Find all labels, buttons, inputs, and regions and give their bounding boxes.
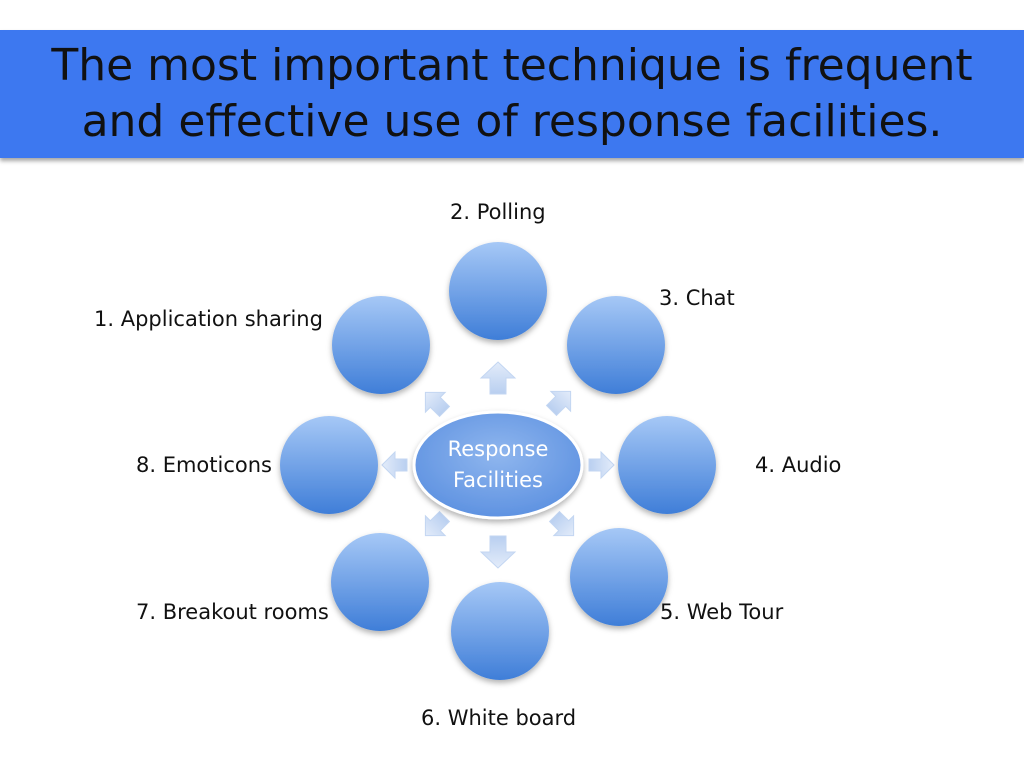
label-audio: 4. Audio [755, 453, 842, 477]
circle-emoticons [280, 416, 378, 514]
circle-application-sharing [332, 296, 430, 394]
circle-white-board [451, 582, 549, 680]
center-ellipse [412, 410, 584, 520]
label-chat: 3. Chat [659, 286, 735, 310]
circle-audio [618, 416, 716, 514]
circle-breakout-rooms [331, 533, 429, 631]
slide-title-line-2: and effective use of response facilities… [81, 96, 943, 147]
arrows [381, 361, 615, 569]
arrow-up-right-icon [545, 390, 572, 417]
circle-web-tour [570, 528, 668, 626]
label-white-board: 6. White board [421, 706, 577, 730]
arrow-down-icon [479, 535, 517, 569]
center-label-line-1: Response [448, 437, 549, 461]
arrow-up-left-icon [424, 391, 451, 418]
label-web-tour: 5. Web Tour [660, 600, 784, 624]
title-bar: The most important technique is frequent… [0, 30, 1024, 158]
slide-title: The most important technique is frequent… [0, 30, 1024, 158]
arrow-up-icon [479, 361, 517, 395]
label-application-sharing: 1. Application sharing [94, 307, 323, 331]
outer-circles [280, 242, 716, 680]
arrow-left-icon [381, 450, 408, 480]
circle-chat [567, 296, 665, 394]
label-polling: 2. Polling [450, 200, 546, 224]
slide-title-line-1: The most important technique is frequent [51, 40, 973, 91]
arrow-down-right-icon [548, 510, 575, 537]
label-breakout-rooms: 7. Breakout rooms [136, 600, 329, 624]
label-emoticons: 8. Emoticons [136, 453, 272, 477]
circle-polling [449, 242, 547, 340]
arrow-right-icon [588, 450, 615, 480]
arrow-down-left-icon [424, 510, 451, 537]
center-label-line-2: Facilities [453, 468, 543, 492]
